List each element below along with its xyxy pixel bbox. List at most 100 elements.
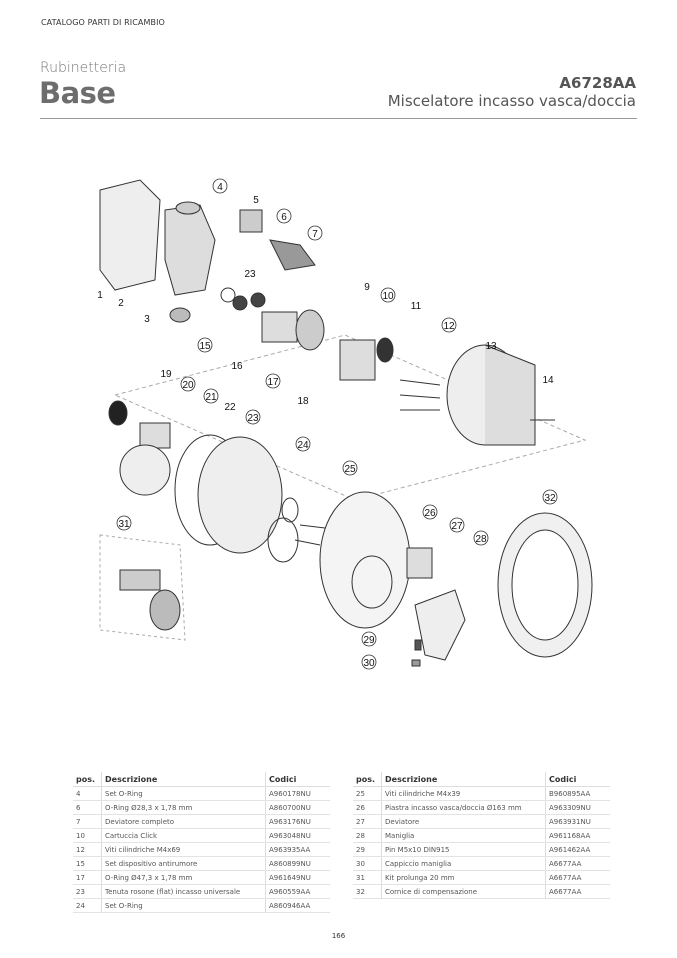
part-code: A860700NU [265, 800, 330, 815]
part-code: A961649NU [265, 870, 330, 885]
col-desc: Descrizione [101, 772, 266, 787]
callout-5: 5 [253, 195, 259, 206]
part-description: Set O-Ring [101, 786, 266, 801]
part-description: Pin M5x10 DIN915 [381, 842, 546, 857]
part-description: Tenuta rosone (flat) incasso universale [101, 884, 266, 899]
col-code: Codici [265, 772, 330, 787]
part-code: A960559AA [265, 884, 330, 899]
callout-23a: 23 [244, 269, 256, 280]
callout-15: 15 [199, 341, 211, 352]
header-divider [40, 118, 637, 119]
page-number: 166 [331, 932, 346, 940]
part-position: 10 [73, 828, 102, 843]
part-position: 31 [353, 870, 382, 885]
part-description: Maniglia [381, 828, 546, 843]
part-position: 7 [73, 814, 102, 829]
callout-6: 6 [281, 212, 287, 223]
callout-20: 20 [182, 380, 194, 391]
part-position: 27 [353, 814, 382, 829]
col-desc: Descrizione [381, 772, 546, 787]
part-description: Cappiccio maniglia [381, 856, 546, 871]
callout-28: 28 [475, 534, 487, 545]
part-code: A6677AA [545, 856, 610, 871]
callout-14: 14 [542, 375, 554, 386]
part-position: 23 [73, 884, 102, 899]
callout-30: 30 [363, 658, 375, 669]
callout-9: 9 [364, 282, 370, 293]
callout-16: 16 [231, 361, 243, 372]
part-position: 17 [73, 870, 102, 885]
callout-23b: 23 [247, 413, 259, 424]
part-position: 12 [73, 842, 102, 857]
part-position: 28 [353, 828, 382, 843]
part-description: Set O-Ring [101, 898, 266, 913]
part-position: 32 [353, 884, 382, 899]
part-description: Kit prolunga 20 mm [381, 870, 546, 885]
callout-13: 13 [485, 341, 497, 352]
part-description: Viti cilindriche M4x39 [381, 786, 546, 801]
callout-27: 27 [451, 521, 463, 532]
catalog-title: CATALOGO PARTI DI RICAMBIO [41, 18, 165, 27]
callout-17: 17 [267, 377, 279, 388]
callout-3: 3 [144, 314, 150, 325]
callout-19: 19 [160, 369, 172, 380]
part-code: A960178NU [265, 786, 330, 801]
callout-24: 24 [297, 440, 309, 451]
part-description: Piastra incasso vasca/doccia Ø163 mm [381, 800, 546, 815]
callout-25: 25 [344, 464, 356, 475]
part-code: A6677AA [545, 884, 610, 899]
part-code: A963935AA [265, 842, 330, 857]
series-title: Base [39, 76, 116, 110]
part-code: A961168AA [545, 828, 610, 843]
category-label: Rubinetteria [40, 60, 127, 76]
part-position: 30 [353, 856, 382, 871]
part-code: A963309NU [545, 800, 610, 815]
callout-21: 21 [205, 392, 217, 403]
part-description: O-Ring Ø28,3 x 1,78 mm [101, 800, 266, 815]
callout-31: 31 [118, 519, 130, 530]
callout-26: 26 [424, 508, 436, 519]
part-code: A963176NU [265, 814, 330, 829]
callout-12: 12 [443, 321, 455, 332]
part-code: B960895AA [545, 786, 610, 801]
part-description: Cartuccia Click [101, 828, 266, 843]
callout-18: 18 [297, 396, 309, 407]
part-description: Deviatore [381, 814, 546, 829]
callout-32: 32 [544, 493, 556, 504]
callout-29: 29 [363, 635, 375, 646]
callout-4: 4 [217, 182, 223, 193]
part-description: Cornice di compensazione [381, 884, 546, 899]
product-code: A6728AA [559, 74, 636, 92]
part-code: A860899NU [265, 856, 330, 871]
callout-labels: 1 2 3 4 5 6 7 9 10 11 12 13 14 15 16 17 … [97, 182, 556, 669]
callout-22: 22 [224, 402, 236, 413]
part-code: A963048NU [265, 828, 330, 843]
part-code: A860946AA [265, 898, 330, 913]
callout-11: 11 [411, 301, 422, 312]
part-position: 15 [73, 856, 102, 871]
part-description: Viti cilindriche M4x69 [101, 842, 266, 857]
col-pos: pos. [353, 772, 382, 787]
callout-10: 10 [382, 291, 394, 302]
callout-2: 2 [118, 298, 124, 309]
col-code: Codici [545, 772, 610, 787]
callout-1: 1 [97, 290, 103, 301]
part-description: O-Ring Ø47,3 x 1,78 mm [101, 870, 266, 885]
part-position: 29 [353, 842, 382, 857]
